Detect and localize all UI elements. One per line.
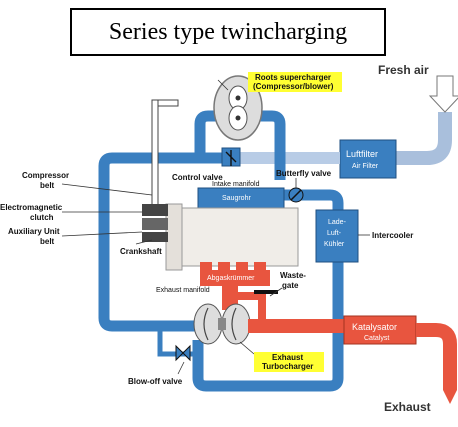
intercooler-pipe-top <box>280 189 344 215</box>
intercooler-label-1: Lade- <box>328 219 347 226</box>
air-filter-box <box>339 139 397 179</box>
wastegate-label-1: Waste- <box>280 271 306 280</box>
roots-label-1: Roots supercharger <box>255 73 331 82</box>
turbo-label-1: Exhaust <box>272 353 303 362</box>
intercooler-pipe-bottom <box>192 258 344 392</box>
aux-belt-label-1: Auxiliary Unit <box>8 227 60 236</box>
blowoff-valve[interactable] <box>175 344 191 362</box>
diagram-title: Series type twincharging <box>108 18 348 45</box>
control-valve-icon <box>225 150 237 166</box>
exhaust-label: Exhaust <box>384 400 431 414</box>
air-filter-label: Air Filter <box>352 163 379 170</box>
compressor-belt-label-2: belt <box>40 181 55 190</box>
blowoff-label: Blow-off valve <box>128 377 183 386</box>
crankshaft-label: Crankshaft <box>120 247 162 256</box>
wastegate-valve[interactable] <box>254 290 278 294</box>
turbo-highlight <box>254 352 324 372</box>
wastegate-pipe <box>238 292 266 324</box>
roots-label-2: (Compressor/blower) <box>253 82 334 91</box>
butterfly-valve-icon <box>290 189 302 201</box>
compressor-belt-label-1: Compressor <box>22 171 69 180</box>
engine-block <box>177 207 299 267</box>
katalysator-label: Katalysator <box>352 322 397 332</box>
turbo-label-2: Turbocharger <box>262 362 313 371</box>
intercooler-label-2: Luft- <box>327 230 342 237</box>
tailpipe <box>416 323 457 390</box>
wastegate-label-2: gate <box>282 281 299 290</box>
fresh-air-pipe <box>395 112 452 165</box>
catalyst-box <box>343 315 417 345</box>
abgas-label: Abgaskrümmer <box>207 275 255 282</box>
fresh-air-label: Fresh air <box>378 63 429 77</box>
intercooler-label: Intercooler <box>372 231 413 240</box>
control-valve-label: Control valve <box>172 173 223 182</box>
luftfilter-label: Luftfilter <box>346 149 378 159</box>
fresh-air-arrow <box>428 75 458 113</box>
exhaust-arrow <box>443 390 457 404</box>
belt-system <box>142 99 179 242</box>
clutch-label-1: Electromagnetic <box>0 203 63 212</box>
exhaust-manifold-label: Exhaust manifold <box>156 287 210 294</box>
catalyst-label: Catalyst <box>364 335 389 342</box>
clutch-label-2: clutch <box>30 213 54 222</box>
roots-highlight <box>248 72 342 92</box>
exhaust-manifold <box>200 262 270 310</box>
butterfly-valve-label: Butterfly valve <box>276 169 332 178</box>
roots-loop <box>194 110 286 158</box>
leader-lines <box>61 79 370 375</box>
intake-manifold-label: Intake manifold <box>212 181 260 188</box>
title-box: Series type twincharging <box>70 8 386 56</box>
saugrohr-label: Saugrohr <box>222 195 251 202</box>
turbocharger <box>193 303 251 345</box>
engine-front <box>165 203 183 271</box>
aux-belt-label-2: belt <box>40 237 55 246</box>
outer-blue-loop <box>98 152 222 332</box>
intercooler-box <box>315 209 359 263</box>
intercooler-label-3: Kühler <box>324 241 345 248</box>
